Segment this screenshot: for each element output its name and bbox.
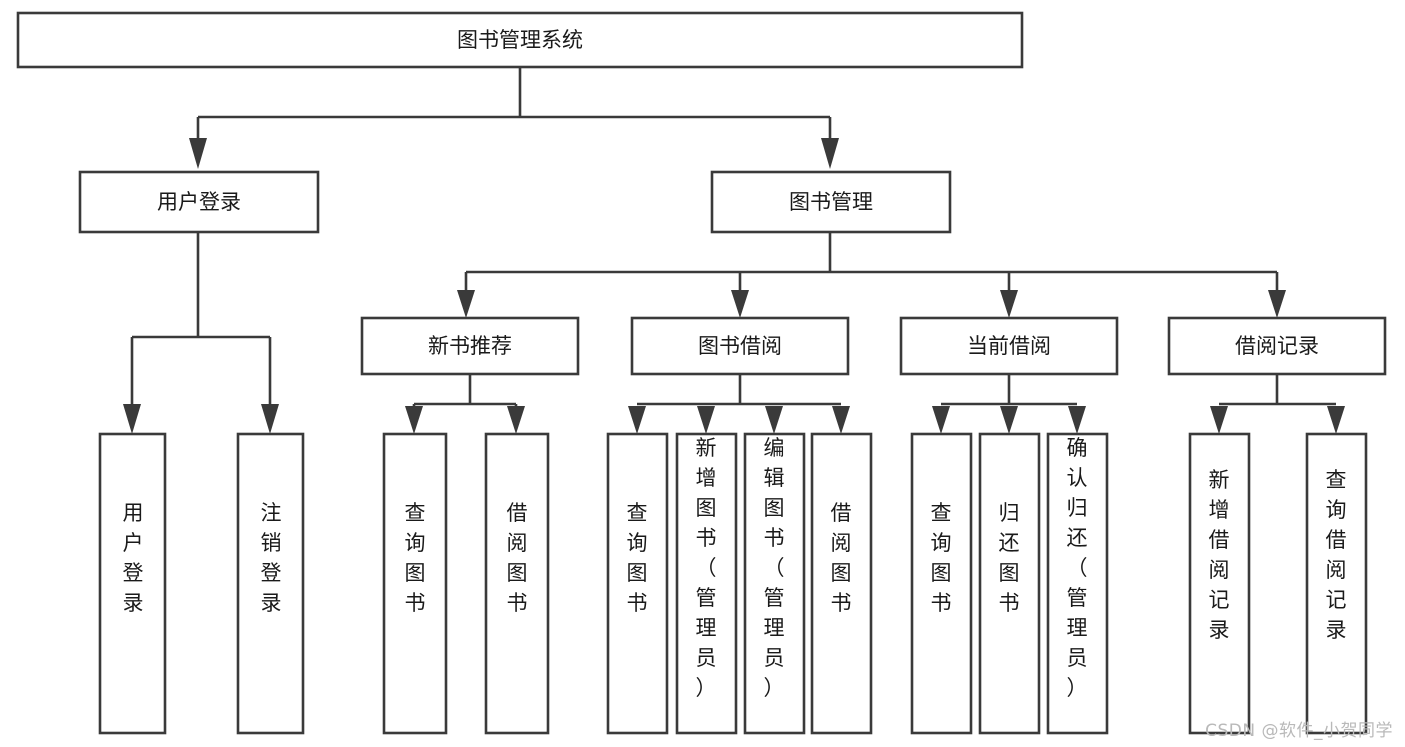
arrow-to-user-login — [189, 138, 207, 169]
leaf-records-query-record[interactable]: 查询借阅记录 — [1305, 432, 1368, 735]
leaf-user-login-box[interactable] — [98, 432, 167, 735]
leaf-records-add-record-label: 新增借阅记录 — [1209, 468, 1230, 642]
leaf-newbook-borrow-book[interactable]: 借阅图书 — [484, 432, 550, 735]
leaf-newbook-borrow-book-label: 借阅图书 — [507, 501, 528, 615]
node-borrow-records[interactable]: 借阅记录 — [1167, 316, 1387, 376]
node-book-management-label: 图书管理 — [789, 190, 873, 214]
leaf-borrow-borrow-book-box[interactable] — [810, 432, 873, 735]
leaf-newbook-query-book-label: 查询图书 — [405, 501, 426, 615]
leaf-borrow-query-book[interactable]: 查询图书 — [606, 432, 669, 735]
arrow-to-borrow-leaf-1 — [628, 406, 646, 434]
leaf-logout-label: 注销登录 — [261, 501, 282, 615]
leaf-records-query-record-label: 查询借阅记录 — [1326, 468, 1347, 642]
leaf-user-login[interactable]: 用户登录 — [98, 432, 167, 735]
leaf-borrow-add-book-label: 新增图书（管理员） — [696, 436, 717, 700]
leaf-records-add-record[interactable]: 新增借阅记录 — [1188, 432, 1251, 735]
node-new-book-recommend[interactable]: 新书推荐 — [360, 316, 580, 376]
node-current-borrow-label: 当前借阅 — [967, 334, 1051, 358]
node-borrow-records-box[interactable] — [1167, 316, 1387, 376]
arrow-to-leaf-logout — [261, 404, 279, 434]
node-book-management-box[interactable] — [710, 170, 952, 234]
leaf-logout[interactable]: 注销登录 — [236, 432, 305, 735]
leaf-logout-box[interactable] — [236, 432, 305, 735]
leaf-current-return-book-label: 归还图书 — [999, 501, 1020, 615]
leaf-user-login-label: 用户登录 — [123, 501, 144, 615]
node-book-borrow[interactable]: 图书借阅 — [630, 316, 850, 376]
node-book-borrow-box[interactable] — [630, 316, 850, 376]
leaf-borrow-query-book-label: 查询图书 — [627, 501, 648, 615]
arrow-to-current-leaf-3 — [1068, 406, 1086, 434]
arrow-to-book-borrow — [731, 290, 749, 318]
leaf-current-return-book-box[interactable] — [978, 432, 1041, 735]
node-new-book-recommend-box[interactable] — [360, 316, 580, 376]
node-book-management[interactable]: 图书管理 — [710, 170, 952, 234]
leaf-newbook-query-book-box[interactable] — [382, 432, 448, 735]
node-current-borrow-box[interactable] — [899, 316, 1119, 376]
leaf-borrow-query-book-box[interactable] — [606, 432, 669, 735]
leaf-newbook-query-book[interactable]: 查询图书 — [382, 432, 448, 735]
node-root[interactable]: 图书管理系统 — [16, 11, 1024, 69]
leaf-current-confirm-return-label: 确认归还（管理员） — [1067, 436, 1088, 700]
leaf-current-return-book[interactable]: 归还图书 — [978, 432, 1041, 735]
node-user-login-box[interactable] — [78, 170, 320, 234]
leaf-records-query-record-box[interactable] — [1305, 432, 1368, 735]
arrow-to-new-book — [457, 290, 475, 318]
leaf-current-query-book-label: 查询图书 — [931, 501, 952, 615]
node-root-box[interactable] — [16, 11, 1024, 69]
arrow-to-current-borrow — [1000, 290, 1018, 318]
arrow-to-leaf-user-login — [123, 404, 141, 434]
node-borrow-records-label: 借阅记录 — [1235, 334, 1319, 358]
arrow-to-borrow-leaf-4 — [832, 406, 850, 434]
leaf-records-add-record-box[interactable] — [1188, 432, 1251, 735]
node-book-borrow-label: 图书借阅 — [698, 334, 782, 358]
node-current-borrow[interactable]: 当前借阅 — [899, 316, 1119, 376]
connector-layer — [123, 67, 1345, 434]
leaf-current-query-book[interactable]: 查询图书 — [910, 432, 973, 735]
arrow-to-records-leaf-2 — [1327, 406, 1345, 434]
leaf-newbook-borrow-book-box[interactable] — [484, 432, 550, 735]
leaf-borrow-borrow-book[interactable]: 借阅图书 — [810, 432, 873, 735]
node-user-login-label: 用户登录 — [157, 190, 241, 214]
arrow-to-records-leaf-1 — [1210, 406, 1228, 434]
arrow-to-book-mgmt — [821, 138, 839, 169]
csdn-watermark: CSDN @软件_小贺同学 — [1205, 721, 1393, 741]
arrow-to-current-leaf-2 — [1000, 406, 1018, 434]
node-root-label: 图书管理系统 — [457, 28, 583, 52]
leaf-borrow-edit-book-label: 编辑图书（管理员） — [764, 436, 785, 700]
arrow-to-borrow-leaf-3 — [765, 406, 783, 434]
leaf-current-query-book-box[interactable] — [910, 432, 973, 735]
node-new-book-recommend-label: 新书推荐 — [428, 334, 512, 358]
node-user-login[interactable]: 用户登录 — [78, 170, 320, 234]
leaf-borrow-add-book[interactable]: 新增图书（管理员） — [675, 432, 738, 735]
arrow-to-current-leaf-1 — [932, 406, 950, 434]
leaf-borrow-add-book-box[interactable] — [675, 432, 738, 735]
arrow-to-borrow-leaf-2 — [697, 406, 715, 434]
arrow-to-borrow-records — [1268, 290, 1286, 318]
leaf-borrow-borrow-book-label: 借阅图书 — [831, 501, 852, 615]
arrow-to-newbook-leaf-1 — [405, 406, 423, 434]
arrow-to-newbook-leaf-2 — [507, 406, 525, 434]
leaf-current-confirm-return-box[interactable] — [1046, 432, 1109, 735]
leaf-current-confirm-return[interactable]: 确认归还（管理员） — [1046, 432, 1109, 735]
leaf-borrow-edit-book[interactable]: 编辑图书（管理员） — [743, 432, 806, 735]
leaf-borrow-edit-book-box[interactable] — [743, 432, 806, 735]
